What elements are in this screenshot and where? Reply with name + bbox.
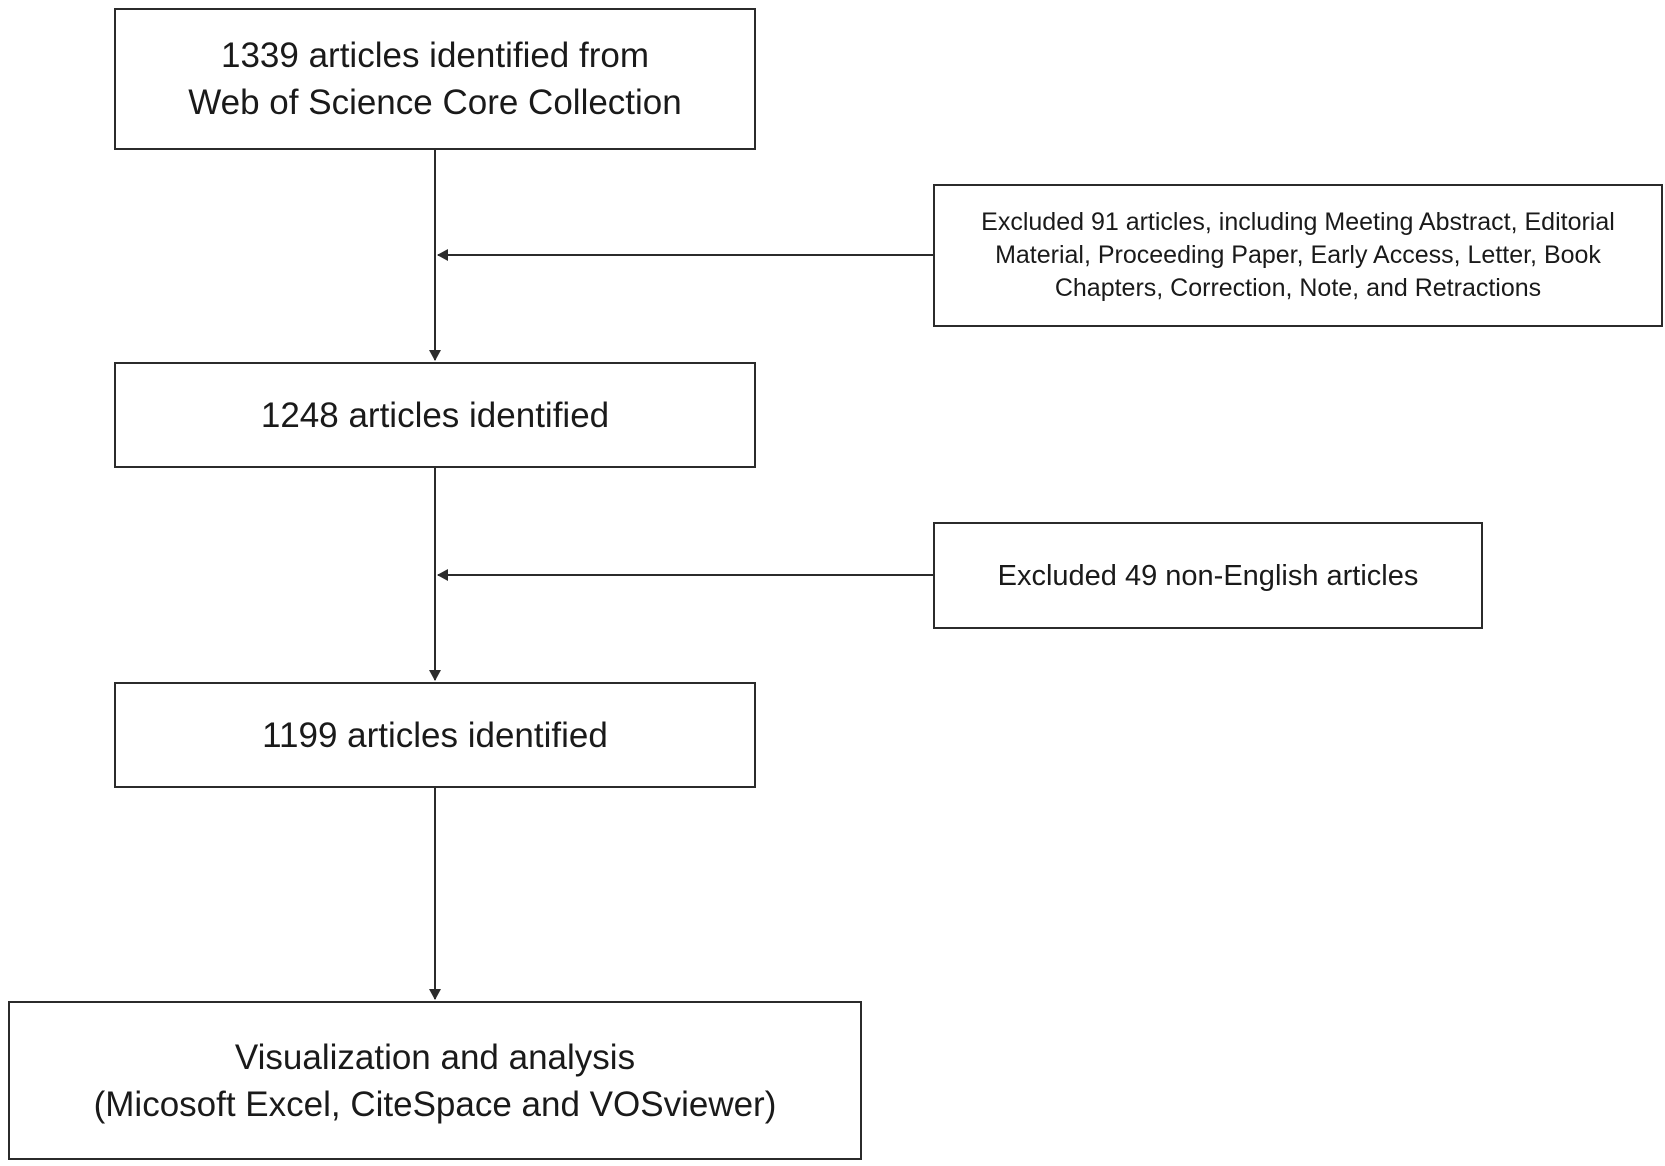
- exclusion-1-line-2: Material, Proceeding Paper, Early Access…: [995, 241, 1601, 269]
- step-1-line-1: 1339 articles identified from: [221, 36, 649, 75]
- exclusion-box-language: Excluded 49 non-English articles: [933, 522, 1483, 629]
- step-box-visualization: Visualization and analysis (Micosoft Exc…: [8, 1001, 862, 1160]
- step-4-line-1: Visualization and analysis: [234, 1037, 636, 1077]
- exclusion-box-document-types: Excluded 91 articles, including Meeting …: [933, 184, 1663, 327]
- step-box-after-language-filter: 1199 articles identified: [114, 682, 756, 788]
- exclusion-1-line-1: Excluded 91 articles, including Meeting …: [981, 208, 1615, 236]
- step-box-after-type-filter: 1248 articles identified: [114, 362, 756, 468]
- step-4-line-2: (Micosoft Excel, CiteSpace and VOSviewer…: [93, 1084, 777, 1124]
- exclusion-2-line-1: Excluded 49 non-English articles: [997, 559, 1419, 592]
- exclusion-1-line-3: Chapters, Correction, Note, and Retracti…: [1054, 274, 1542, 302]
- step-box-initial-search: 1339 articles identified from Web of Sci…: [114, 8, 756, 150]
- step-1-line-2: Web of Science Core Collection: [188, 83, 682, 122]
- step-3-line-1: 1199 articles identified: [262, 715, 608, 755]
- step-2-line-1: 1248 articles identified: [260, 395, 610, 435]
